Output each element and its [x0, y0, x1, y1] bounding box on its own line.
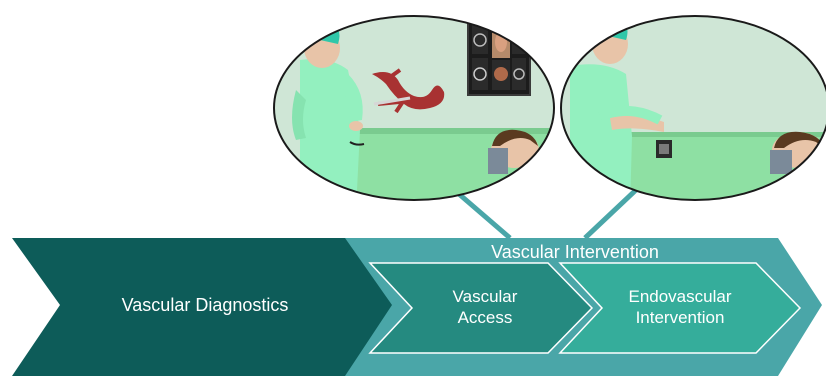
vascular-access-line-1: Vascular: [410, 286, 560, 307]
vascular-diagnostics-label: Vascular Diagnostics: [60, 294, 350, 317]
vascular-access-line-2: Access: [410, 307, 560, 328]
vascular-intervention-label: Vascular Intervention: [400, 241, 750, 264]
endovascular-intervention-label: Endovascular Intervention: [600, 286, 760, 329]
endovascular-line-1: Endovascular: [600, 286, 760, 307]
vascular-access-illustration: [560, 10, 826, 214]
vascular-access-label: Vascular Access: [410, 286, 560, 329]
endovascular-line-2: Intervention: [600, 307, 760, 328]
catheter-lab-illustration: [270, 10, 570, 210]
connector-line-right: [585, 188, 638, 238]
